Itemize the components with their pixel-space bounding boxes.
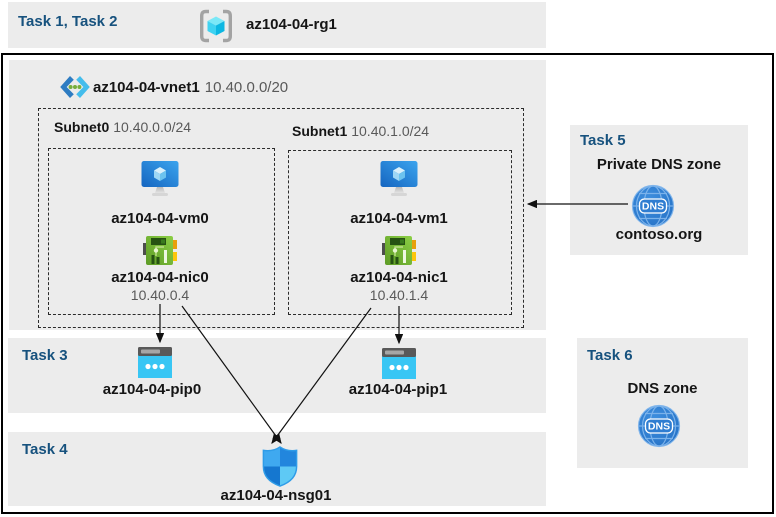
nic1-name: az104-04-nic1 <box>350 269 448 286</box>
task4-label: Task 4 <box>22 441 68 458</box>
vm1-icon <box>379 159 419 199</box>
pip1-icon <box>381 347 417 380</box>
task-1-2-label: Task 1, Task 2 <box>18 13 118 30</box>
private-dns-zone-icon: DNS <box>631 184 675 228</box>
nic0-icon <box>143 235 177 267</box>
resource-group-name: az104-04-rg1 <box>246 16 337 33</box>
nic1-ip: 10.40.1.4 <box>369 287 429 303</box>
subnet1-cidr: 10.40.1.0/24 <box>351 123 430 139</box>
vnet-icon <box>60 75 90 99</box>
nic0-ip: 10.40.0.4 <box>130 287 190 303</box>
task5-label: Task 5 <box>580 132 626 149</box>
vm0-name: az104-04-vm0 <box>111 210 209 227</box>
subnet0-name: Subnet0 <box>54 119 110 135</box>
subnet0-box <box>48 148 275 315</box>
vnet-panel <box>9 60 546 330</box>
pip0-name: az104-04-pip0 <box>102 381 202 398</box>
vnet-cidr: 10.40.0.0/20 <box>204 79 289 96</box>
nsg-name: az104-04-nsg01 <box>220 487 332 504</box>
diagram-border-box <box>1 53 774 514</box>
private-dns-zone-title: Private DNS zone <box>596 156 722 173</box>
subnet0-cidr: 10.40.0.0/24 <box>113 119 192 135</box>
dns-icon-text: DNS <box>648 421 670 433</box>
nsg-shield-icon <box>260 445 300 488</box>
pip0-icon <box>137 346 173 379</box>
subnet1-name: Subnet1 <box>292 123 348 139</box>
resource-group-icon <box>197 9 235 43</box>
private-dns-zone-name: contoso.org <box>615 226 703 243</box>
vm0-icon <box>140 159 180 199</box>
nic0-name: az104-04-nic0 <box>111 269 209 286</box>
header-band <box>8 2 546 48</box>
task6-label: Task 6 <box>587 347 633 364</box>
subnet1-box <box>288 150 512 315</box>
dns-zone-icon: DNS <box>637 404 681 448</box>
vnet-name: az104-04-vnet1 <box>93 79 200 96</box>
pip1-name: az104-04-pip1 <box>348 381 448 398</box>
task3-label: Task 3 <box>22 347 68 364</box>
nic1-icon <box>382 235 416 267</box>
vm1-name: az104-04-vm1 <box>350 210 448 227</box>
dns-icon-text: DNS <box>642 201 664 213</box>
task3-band <box>8 338 546 413</box>
dns-zone-title: DNS zone <box>627 380 698 397</box>
